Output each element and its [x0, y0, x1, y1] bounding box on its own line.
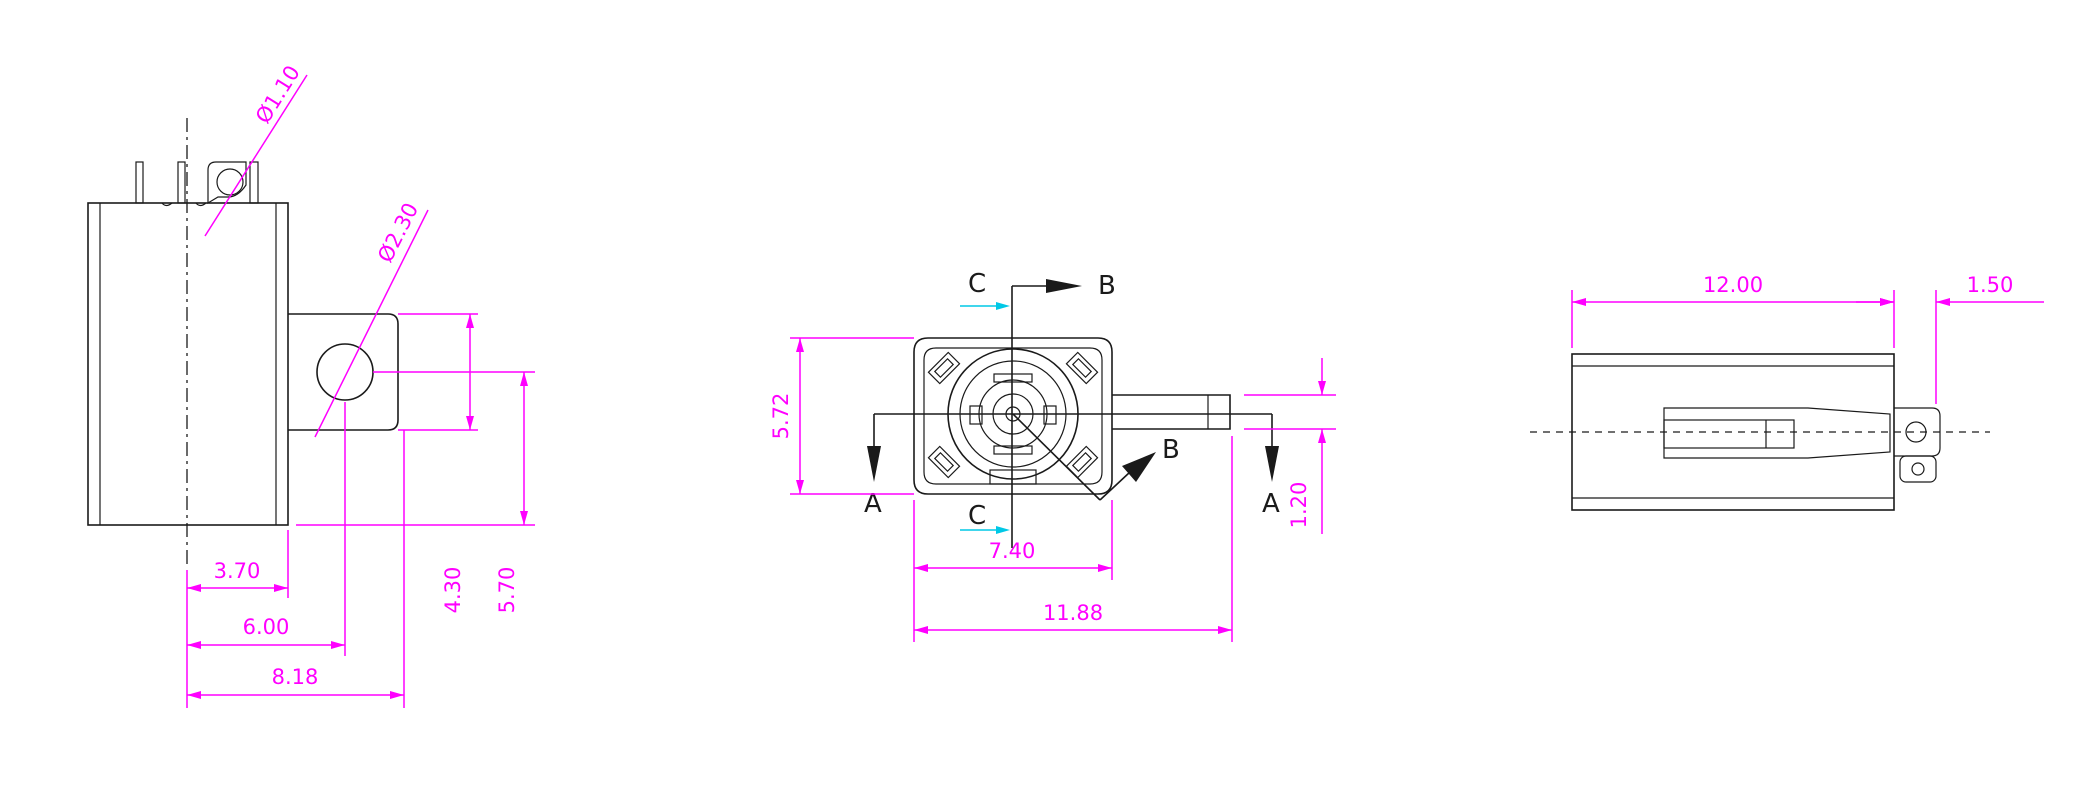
side-view: Ø1.10 Ø2.30 3.70 6.00 8.18 4.30 5.70: [87, 61, 535, 708]
side-pin-4: [249, 161, 259, 204]
front-body-outer: [913, 337, 1113, 495]
front-clip-bottom-right: [1065, 445, 1099, 479]
front-clip-top-left: [927, 351, 961, 385]
side-mount-hole: [316, 343, 374, 401]
dim-hole-dia: Ø2.30: [373, 199, 423, 266]
section-label-a-left: A: [864, 489, 882, 519]
top-slot: [1663, 407, 1891, 459]
section-label-c-top: C: [968, 269, 986, 299]
section-label-a-right: A: [1262, 489, 1280, 519]
section-label-b-bottom: B: [1162, 435, 1180, 465]
section-c-cyan-arrow-top: [996, 302, 1010, 310]
front-rotor-slot-bottom: [993, 445, 1033, 455]
side-body-outline: [87, 202, 289, 526]
front-pipe: [1112, 394, 1231, 430]
section-a-arrow-right: [1265, 446, 1279, 482]
side-pin-bends: [161, 202, 207, 207]
front-bottom-latch: [989, 469, 1037, 485]
dim-6-00: 6.00: [243, 615, 290, 639]
dim-7-40: 7.40: [989, 539, 1036, 563]
front-body-inner: [923, 347, 1103, 485]
top-end-fitting: [1894, 407, 1941, 457]
side-pin-3-tab: [207, 161, 247, 205]
dim-8-18: 8.18: [272, 665, 319, 689]
section-b-line: [1012, 413, 1101, 501]
front-clip-top-right: [1065, 351, 1099, 385]
front-rotor-slot-top: [993, 373, 1033, 383]
dia-230-leader: [314, 209, 429, 438]
section-b-arrow-top: [1046, 279, 1082, 293]
side-pin-hole: [216, 168, 244, 196]
front-clip-bottom-left: [927, 445, 961, 479]
dim-1-20: 1.20: [1287, 482, 1311, 529]
section-c-cyan-arrow-bottom: [996, 526, 1010, 534]
top-view: 12.00 1.50: [1530, 273, 2044, 511]
dim-12-00: 12.00: [1703, 273, 1763, 297]
front-rotor-slot-right: [1043, 405, 1057, 425]
section-b-leader-bottom: [1099, 471, 1131, 501]
dim-11-88: 11.88: [1043, 601, 1103, 625]
dim-pin-hole-dia: Ø1.10: [251, 61, 305, 127]
top-end-hole: [1905, 421, 1927, 443]
section-b-arrow-bottom: [1122, 452, 1156, 482]
side-pin-2: [177, 161, 186, 204]
top-end-lug: [1899, 455, 1937, 483]
top-end-lug-hole: [1911, 462, 1925, 476]
front-view: B C C A A B 5.72 7.40 11.88: [769, 269, 1336, 642]
dim-5-70: 5.70: [495, 567, 519, 614]
dim-4-30: 4.30: [441, 567, 465, 614]
dim-1-50: 1.50: [1967, 273, 2014, 297]
section-label-b-top: B: [1098, 271, 1116, 301]
section-label-c-bottom: C: [968, 501, 986, 531]
dia-110-leader: [204, 74, 308, 237]
dim-3-70: 3.70: [214, 559, 261, 583]
front-rotor-slot-left: [969, 405, 983, 425]
side-pin-1: [135, 161, 144, 204]
dim-5-72: 5.72: [769, 393, 793, 440]
top-slot-inner: [1663, 419, 1795, 449]
section-a-arrow-left: [867, 446, 881, 482]
